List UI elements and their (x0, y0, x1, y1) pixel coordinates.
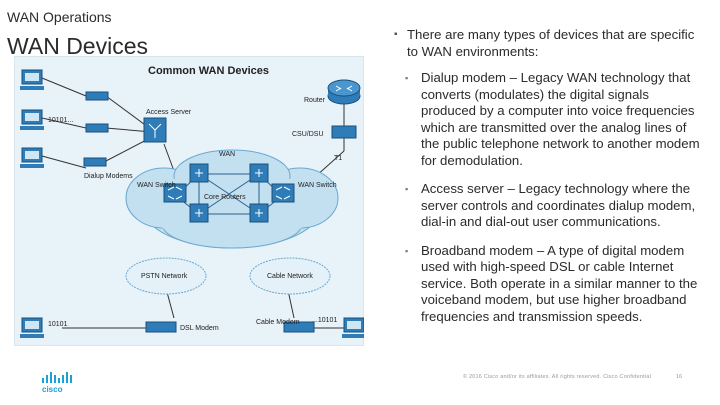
pstn-cloud (125, 257, 207, 295)
label-csu-dsu: CSU/DSU (292, 131, 324, 138)
bullet-dialup-modem: Dialup modem – Legacy WAN technology tha… (397, 70, 704, 169)
csu-dsu-icon (331, 125, 357, 139)
label-wan-switch-right: WAN Switch (298, 182, 337, 189)
wan-switch-right-icon (271, 183, 295, 203)
wan-diagram-svg: Common WAN Devices WAN PSTN Network Cabl… (14, 56, 364, 346)
bullet-intro: There are many types of devices that are… (394, 27, 704, 60)
label-binary-3: ...10101 (312, 317, 337, 324)
label-cable-network: Cable Network (267, 273, 313, 280)
label-dsl-modem: DSL Modem (180, 325, 219, 332)
wan-switch-left-icon (163, 183, 187, 203)
cable-cloud (249, 257, 331, 295)
core-router-icon (189, 56, 269, 223)
computer-icon (20, 69, 364, 338)
bullet-content: There are many types of devices that are… (394, 27, 704, 337)
label-core-routers: Core Routers (204, 194, 246, 201)
label-router: Router (304, 97, 326, 104)
label-wan-switch-left: WAN Switch (137, 182, 176, 189)
dialup-modem-icon (83, 91, 109, 167)
bullet-broadband-modem: Broadband modem – A type of digital mode… (397, 243, 704, 326)
router-icon (327, 79, 361, 105)
svg-text:cisco: cisco (42, 385, 63, 394)
label-binary-1: 10101... (48, 117, 73, 124)
label-dialup-modems: Dialup Modems (84, 173, 133, 180)
label-wan: WAN (219, 151, 235, 158)
access-server-icon (143, 117, 167, 143)
page-title: WAN Devices (7, 33, 148, 59)
footer-copyright: © 2016 Cisco and/or its affiliates. All … (463, 374, 652, 380)
dsl-modem-icon (145, 321, 177, 333)
bullet-access-server: Access server – Legacy technology where … (397, 181, 704, 231)
label-binary-2: 10101 (48, 321, 68, 328)
wan-cloud (125, 149, 339, 249)
wan-devices-diagram: Common WAN Devices WAN PSTN Network Cabl… (14, 56, 364, 346)
label-pstn: PSTN Network (141, 273, 188, 280)
cisco-logo: cisco (40, 372, 76, 394)
page-number: 16 (676, 374, 683, 380)
cable-modem-icon (283, 321, 315, 333)
label-cable-modem: Cable Modem (256, 319, 300, 326)
label-access-server: Access Server (146, 109, 192, 116)
label-t1: T1 (334, 155, 342, 162)
diagram-title: Common WAN Devices (148, 65, 269, 77)
section-kicker: WAN Operations (7, 9, 112, 25)
